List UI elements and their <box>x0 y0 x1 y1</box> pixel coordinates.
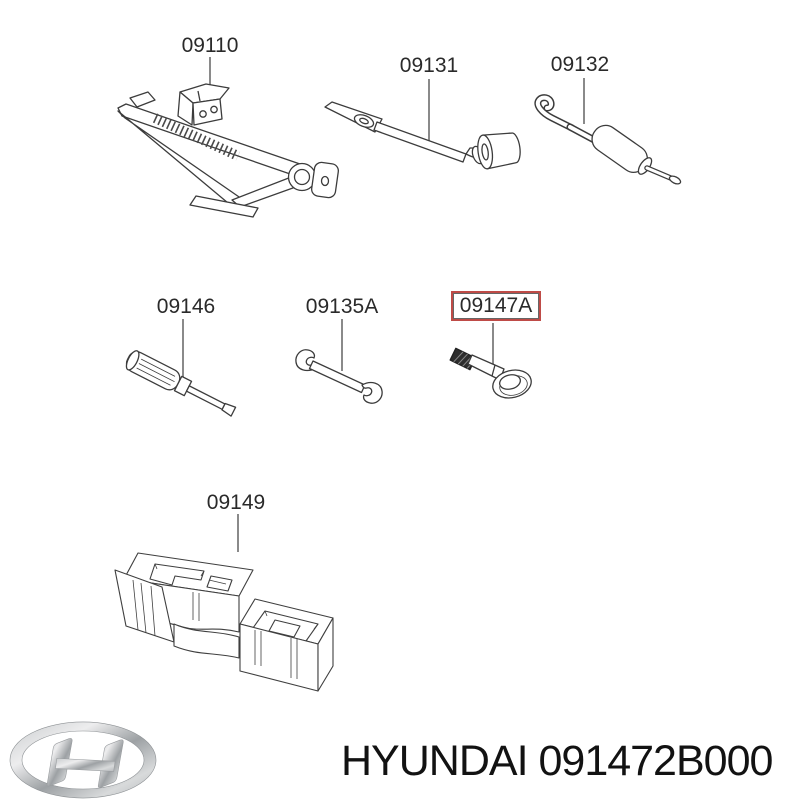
part-label-09147A-highlighted: 09147A <box>450 291 542 321</box>
towing-eye-bolt-drawing <box>449 347 532 399</box>
leader-line-09147A <box>492 323 494 367</box>
leader-line-09149 <box>237 514 239 552</box>
part-label-09147A-wrap: 09147A <box>436 291 556 321</box>
part-label-09146: 09146 <box>156 295 216 318</box>
part-number: 091472B000 <box>538 737 773 785</box>
wheel-nut-wrench-drawing <box>324 101 521 170</box>
scissor-jack-drawing <box>117 83 339 218</box>
part-label-09149: 09149 <box>206 491 266 514</box>
leader-line-09132 <box>583 78 585 124</box>
tool-storage-tray-drawing <box>114 552 334 692</box>
part-label-09110: 09110 <box>181 34 239 57</box>
part-label-09132: 09132 <box>550 53 610 76</box>
footer-part-number: HYUNDAI 091472B000 <box>341 737 773 786</box>
brand-name: HYUNDAI <box>341 737 529 785</box>
hyundai-logo <box>9 721 157 799</box>
part-label-09135A: 09135A <box>305 295 379 318</box>
screwdriver-drawing <box>125 350 237 417</box>
open-end-wrench-drawing <box>295 349 383 404</box>
jack-handle-hook-drawing <box>534 94 682 185</box>
leader-line-09146 <box>182 319 184 378</box>
leader-line-09135A <box>341 319 343 371</box>
leader-line-09110 <box>209 57 211 91</box>
part-label-09131: 09131 <box>399 54 459 77</box>
leader-line-09131 <box>428 79 430 141</box>
